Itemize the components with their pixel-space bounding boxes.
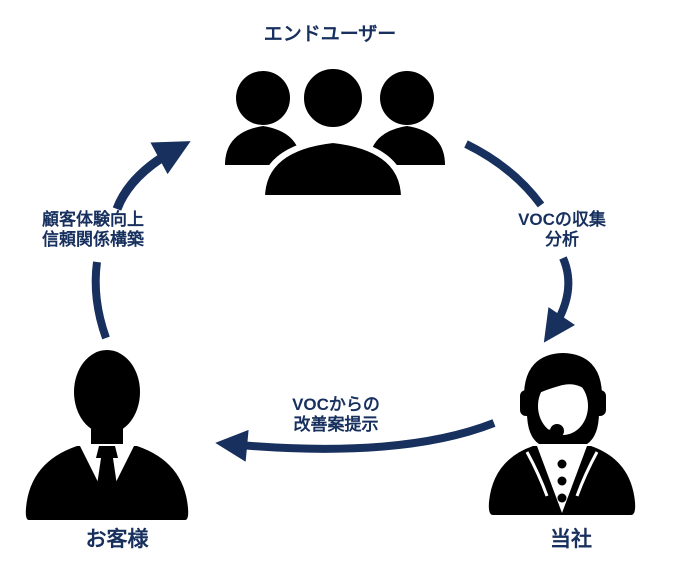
arrow-label-voc-collection-line2: 分析 <box>545 230 579 250</box>
arrow-voc-collection-upper-segment <box>464 140 545 208</box>
arrow-label-voc-collection-line1: VOCの収集 <box>518 210 606 229</box>
arrow-label-voc-collection: VOCの収集 分析 <box>518 210 606 250</box>
arrow-voc-collection-head-segment <box>543 256 576 343</box>
arrow-label-improvement-proposal: VOCからの 改善案提示 <box>292 395 380 435</box>
arrow-label-improvement-proposal-line1: VOCからの <box>292 395 380 414</box>
call-center-operator-icon <box>488 352 636 515</box>
node-label-end-user: エンドユーザー <box>263 24 397 45</box>
arrow-label-customer-experience: 顧客体験向上 信頼関係構築 <box>42 210 144 250</box>
end-users-group-icon <box>225 63 445 198</box>
arrow-label-improvement-proposal-line2: 改善案提示 <box>293 415 379 435</box>
businessman-icon <box>25 350 189 520</box>
arrow-customer-experience-head-segment <box>112 141 191 211</box>
node-label-company: 当社 <box>550 528 592 551</box>
arrow-label-customer-experience-line2: 信頼関係構築 <box>42 230 144 250</box>
arrow-label-customer-experience-line1: 顧客体験向上 <box>42 210 144 229</box>
node-label-customer: お客様 <box>85 528 149 551</box>
arrow-customer-experience-lower-segment <box>91 261 110 340</box>
